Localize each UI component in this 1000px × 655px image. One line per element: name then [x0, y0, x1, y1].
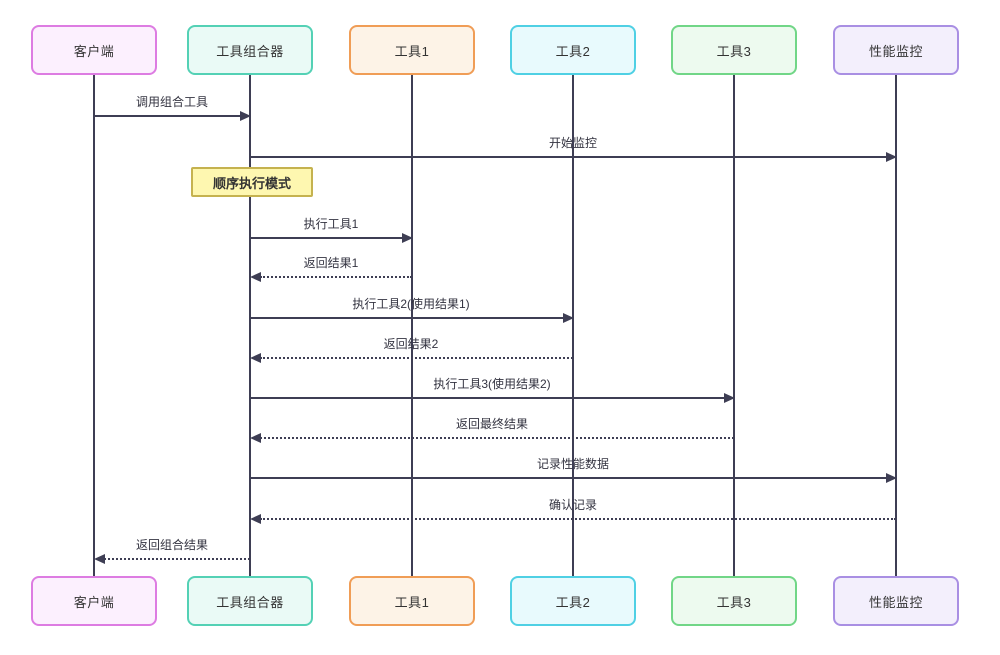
- message-label-return-result1: 返回结果1: [303, 256, 359, 270]
- participant-tool3-top: 工具3: [671, 25, 797, 75]
- lifeline-tool1: [411, 75, 413, 576]
- arrowhead-right-icon: [886, 152, 897, 162]
- participant-monitor-bottom: 性能监控: [833, 576, 959, 626]
- message-label-call-composite: 调用组合工具: [135, 95, 208, 109]
- arrowhead-right-icon: [724, 393, 735, 403]
- participant-tool2-bottom: 工具2: [510, 576, 636, 626]
- participant-composer-bottom: 工具组合器: [187, 576, 313, 626]
- arrowhead-right-icon: [240, 111, 251, 121]
- participant-tool2-top: 工具2: [510, 25, 636, 75]
- message-line: [94, 115, 240, 117]
- arrowhead-left-icon: [250, 353, 261, 363]
- message-label-return-result2: 返回结果2: [383, 337, 439, 351]
- arrowhead-left-icon: [94, 554, 105, 564]
- note-sequential-mode: 顺序执行模式: [191, 167, 313, 197]
- participant-tool1-top: 工具1: [349, 25, 475, 75]
- message-label-exec-tool1: 执行工具1: [303, 217, 359, 231]
- message-label-return-final: 返回最终结果: [455, 417, 528, 431]
- message-line: [250, 317, 563, 319]
- arrowhead-left-icon: [250, 433, 261, 443]
- arrowhead-right-icon: [886, 473, 897, 483]
- lifeline-composer: [249, 75, 251, 576]
- lifeline-client: [93, 75, 95, 576]
- participant-tool1-bottom: 工具1: [349, 576, 475, 626]
- message-line: [250, 156, 886, 158]
- message-line: [104, 558, 250, 560]
- message-line: [250, 237, 402, 239]
- arrowhead-left-icon: [250, 272, 261, 282]
- message-line: [260, 276, 412, 278]
- participant-tool3-bottom: 工具3: [671, 576, 797, 626]
- message-label-record-perf: 记录性能数据: [536, 457, 609, 471]
- message-line: [250, 397, 724, 399]
- arrowhead-right-icon: [402, 233, 413, 243]
- lifeline-tool2: [572, 75, 574, 576]
- lifeline-monitor: [895, 75, 897, 576]
- message-line: [260, 518, 896, 520]
- message-line: [250, 477, 886, 479]
- lifeline-tool3: [733, 75, 735, 576]
- participant-composer-top: 工具组合器: [187, 25, 313, 75]
- message-label-exec-tool2: 执行工具2(使用结果1): [352, 297, 470, 311]
- participant-client-bottom: 客户端: [31, 576, 157, 626]
- message-label-start-monitor: 开始监控: [548, 136, 597, 150]
- message-line: [260, 357, 573, 359]
- arrowhead-left-icon: [250, 514, 261, 524]
- message-label-exec-tool3: 执行工具3(使用结果2): [433, 377, 551, 391]
- arrowhead-right-icon: [563, 313, 574, 323]
- message-label-confirm-record: 确认记录: [548, 498, 597, 512]
- participant-monitor-top: 性能监控: [833, 25, 959, 75]
- participant-client-top: 客户端: [31, 25, 157, 75]
- message-label-return-composite: 返回组合结果: [135, 538, 208, 552]
- message-line: [260, 437, 734, 439]
